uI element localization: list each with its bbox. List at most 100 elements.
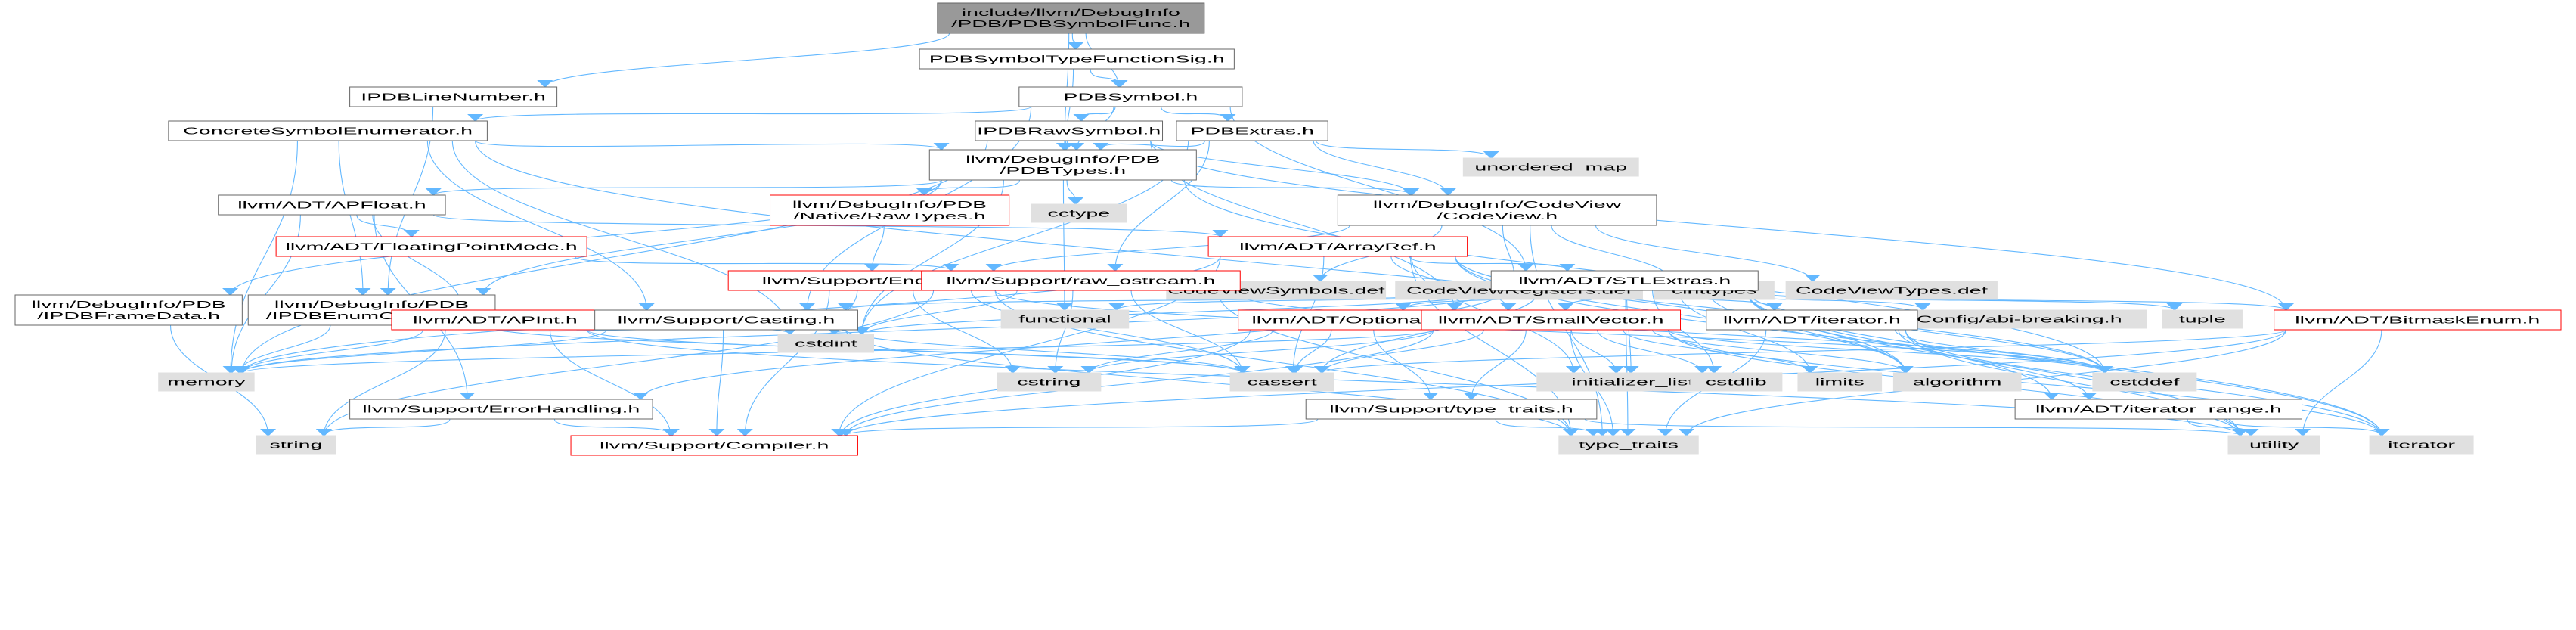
edge-ipdbrawsymbol-to-bitmaskenum — [1151, 141, 2294, 311]
edge-apint-to-cassert — [587, 330, 1251, 374]
node-box-utility — [2228, 436, 2320, 454]
node-type_traits: type_traits — [1559, 436, 1698, 454]
node-label-pdbsymtypefunc: PDBSymbolTypeFunctionSig.h — [929, 54, 1225, 65]
node-smallvector[interactable]: llvm/ADT/SmallVector.h — [1421, 310, 1680, 330]
node-apfloat[interactable]: llvm/ADT/APFloat.h — [219, 195, 445, 215]
node-label-iteratorh: llvm/ADT/iterator.h — [1723, 315, 1901, 326]
node-label-cstring: cstring — [1017, 377, 1080, 388]
node-nativerawtypes[interactable]: llvm/DebugInfo/PDB/Native/RawTypes.h — [770, 195, 1009, 225]
node-label-cstddef: cstddef — [2109, 377, 2180, 388]
edge-smallvector-to-algorithm — [1653, 330, 1914, 374]
node-box-raw_ostream — [922, 271, 1241, 290]
node-box-pdbsymbol — [1019, 87, 1242, 107]
node-label-arrayref: llvm/ADT/ArrayRef.h — [1239, 241, 1436, 253]
node-pdbsymbol[interactable]: PDBSymbol.h — [1019, 87, 1242, 107]
edge-pdbextras-to-unordered_map — [1316, 141, 1499, 159]
node-tuple: tuple — [2162, 310, 2242, 328]
node-box-optional — [1238, 310, 1458, 330]
edge-errorhandling-to-compiler — [554, 419, 680, 436]
node-root[interactable]: include/llvm/DebugInfo/PDB/PDBSymbolFunc… — [938, 3, 1204, 33]
node-string: string — [256, 436, 336, 454]
node-memory: memory — [159, 373, 254, 391]
edge-pdbextras-to-raw_ostream — [1107, 141, 1210, 272]
node-iteratorh[interactable]: llvm/ADT/iterator.h — [1706, 310, 1917, 330]
edge-codeview-to-endian — [985, 225, 1350, 272]
edge-apint-to-string — [315, 330, 445, 436]
node-concretesym[interactable]: ConcreteSymbolEnumerator.h — [169, 121, 488, 141]
node-pdbsymtypefunc[interactable]: PDBSymbolTypeFunctionSig.h — [919, 49, 1234, 69]
node-label-cctype: cctype — [1048, 208, 1111, 219]
node-box-cstdint — [778, 334, 873, 352]
node-box-ipdbframedata — [15, 295, 242, 325]
node-label-algorithm: algorithm — [1913, 377, 2002, 388]
edge-pdbsymbol-to-pdbextras — [1161, 107, 1236, 122]
node-typetraitsh[interactable]: llvm/Support/type_traits.h — [1306, 399, 1597, 419]
node-box-typetraitsh — [1306, 399, 1597, 419]
node-label-initializer_list: initializer_list — [1571, 377, 1694, 388]
edge-arrayref-to-stlextras — [1409, 256, 1576, 272]
edge-optional-to-cassert — [1287, 330, 1331, 374]
node-pdbextras[interactable]: PDBExtras.h — [1176, 121, 1328, 141]
edge-floatingpointmode-to-raw_ostream — [575, 256, 959, 272]
node-label-iterator: iterator — [2388, 439, 2456, 451]
edge-bitmaskenum-to-utility — [2295, 330, 2382, 436]
edge-typetraitsh-to-compiler — [838, 419, 1318, 436]
node-label-tuple: tuple — [2179, 314, 2226, 325]
node-label-ipdblinenumber: IPDBLineNumber.h — [361, 92, 546, 103]
edge-raw_ostream-to-cstddef — [1228, 290, 2113, 374]
node-optional[interactable]: llvm/ADT/Optional.h — [1238, 310, 1458, 330]
node-codeview[interactable]: llvm/DebugInfo/CodeView/CodeView.h — [1338, 195, 1657, 225]
node-label-codeviewtypes: CodeViewTypes.def — [1796, 285, 1989, 296]
edge-pdbsymbol-to-concretesym — [467, 107, 1031, 122]
node-label-nativerawtypes: /Native/RawTypes.h — [793, 210, 985, 222]
edge-apfloat-to-floatingpointmode — [357, 215, 420, 237]
edge-iteratorh-to-iterator_range — [1899, 330, 2097, 400]
node-pdbtypes[interactable]: llvm/DebugInfo/PDB/PDBTypes.h — [929, 150, 1196, 180]
edge-iterator_range-to-iterator — [2224, 419, 2390, 436]
node-unordered_map: unordered_map — [1463, 158, 1638, 176]
node-box-compiler — [571, 436, 857, 455]
node-arrayref[interactable]: llvm/ADT/ArrayRef.h — [1208, 237, 1467, 256]
edge-ipdbrawsymbol-to-memory — [234, 141, 987, 374]
edge-pdbtypes-to-cctype — [1067, 180, 1084, 205]
edge-stlextras-to-cstdlib — [1653, 290, 1722, 374]
node-label-cassert: cassert — [1248, 377, 1317, 388]
edge-smallvector-to-iterator — [1669, 330, 2390, 436]
node-box-codeviewtypes — [1786, 281, 1997, 299]
edge-typetraitsh-to-utility — [1585, 419, 2248, 436]
node-label-ipdbframedata: llvm/DebugInfo/PDB — [31, 299, 225, 310]
edge-concretesym-to-casting — [427, 141, 655, 311]
edge-concretesym-to-pdbtypes — [476, 141, 950, 151]
node-iterator_range[interactable]: llvm/ADT/iterator_range.h — [2015, 399, 2302, 419]
edge-smallvector-to-cstring — [1080, 330, 1434, 374]
node-apint[interactable]: llvm/ADT/APInt.h — [392, 310, 599, 330]
edge-concretesym-to-algorithm — [476, 141, 1914, 374]
node-ipdbframedata[interactable]: llvm/DebugInfo/PDB/IPDBFrameData.h — [15, 295, 242, 325]
edge-codeview-to-codeviewtypes — [1596, 225, 1821, 282]
edge-stlextras-to-limits — [1679, 290, 1818, 374]
node-label-pdbtypes: /PDBTypes.h — [1000, 165, 1126, 176]
node-label-raw_ostream: llvm/Support/raw_ostream.h — [947, 275, 1216, 287]
node-errorhandling[interactable]: llvm/Support/ErrorHandling.h — [350, 399, 653, 419]
node-box-apfloat — [219, 195, 445, 215]
node-box-root — [938, 3, 1204, 33]
edge-concretesym-to-cstdint — [452, 141, 798, 335]
node-box-functional — [1001, 310, 1129, 328]
node-box-arrayref — [1208, 237, 1467, 256]
node-ipdblinenumber[interactable]: IPDBLineNumber.h — [350, 87, 557, 107]
edge-raw_ostream-to-cstring — [1047, 290, 1073, 374]
node-ipdbrawsymbol[interactable]: IPDBRawSymbol.h — [975, 121, 1163, 141]
node-compiler[interactable]: llvm/Support/Compiler.h — [571, 436, 857, 455]
node-cctype: cctype — [1031, 204, 1127, 222]
node-raw_ostream[interactable]: llvm/Support/raw_ostream.h — [922, 271, 1241, 290]
node-stlextras[interactable]: llvm/ADT/STLExtras.h — [1491, 271, 1758, 290]
edge-pdbextras-to-pdbtypes — [1093, 141, 1205, 151]
node-floatingpointmode[interactable]: llvm/ADT/FloatingPointMode.h — [276, 237, 587, 256]
node-casting[interactable]: llvm/Support/Casting.h — [595, 310, 858, 330]
edge-stlextras-to-algorithm — [1708, 290, 1914, 374]
node-bitmaskenum[interactable]: llvm/ADT/BitmaskEnum.h — [2274, 310, 2561, 330]
node-label-cstdlib: cstdlib — [1706, 377, 1767, 388]
edge-ipdbrawsymbol-to-pdbtypes — [1056, 141, 1072, 151]
edge-smallvector-to-cassert — [1313, 330, 1483, 374]
